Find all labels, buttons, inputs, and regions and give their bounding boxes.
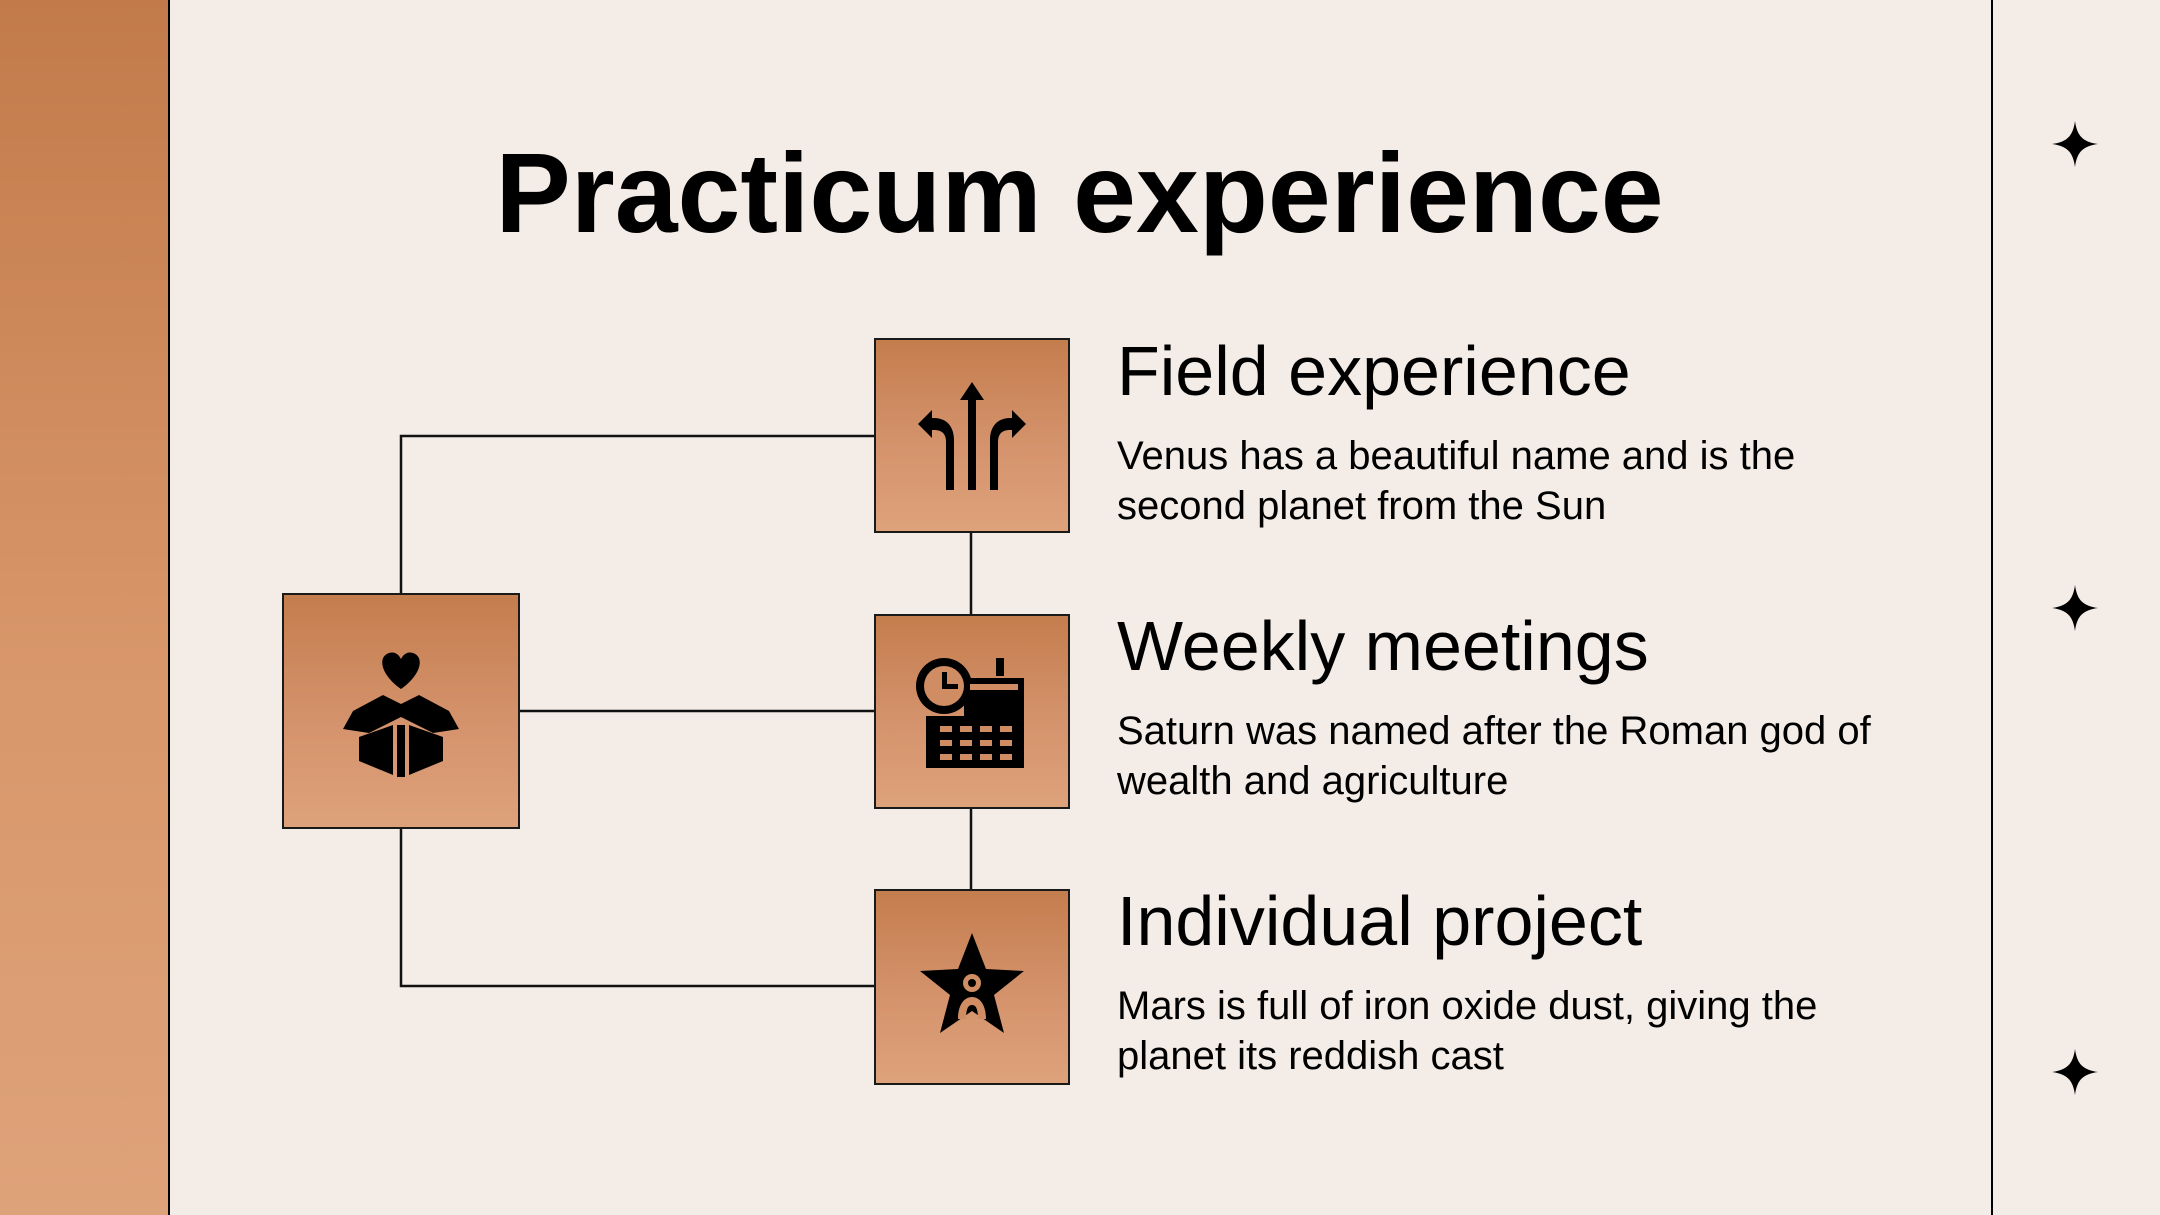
left-accent-band xyxy=(0,0,170,1215)
right-divider-line xyxy=(1991,0,1993,1215)
split-arrows-icon xyxy=(918,381,1026,490)
sparkle-icon xyxy=(2052,585,2098,631)
sparkle-icon xyxy=(2052,1049,2098,1095)
item-box-3 xyxy=(874,889,1070,1085)
item-description-field-experience: Venus has a beautiful name and is the se… xyxy=(1117,434,1796,528)
connector-hub-to-item-1 xyxy=(399,434,874,593)
hub-box xyxy=(282,593,520,829)
item-description-weekly-meetings: Saturn was named after the Roman god of … xyxy=(1117,709,1871,803)
page-title: Practicum experience xyxy=(495,130,1664,256)
item-description-individual-project: Mars is full of iron oxide dust, giving … xyxy=(1117,984,1818,1078)
connector-hub-to-item-3 xyxy=(399,829,874,988)
sparkle-icon xyxy=(2052,121,2098,167)
star-person-icon xyxy=(920,933,1024,1033)
box-heart-icon xyxy=(343,652,459,777)
item-box-2 xyxy=(874,614,1070,809)
item-title-field-experience: Field experience xyxy=(1117,332,1631,410)
item-title-individual-project: Individual project xyxy=(1117,882,1643,960)
item-box-1 xyxy=(874,338,1070,533)
calendar-clock-icon xyxy=(916,657,1024,768)
item-title-weekly-meetings: Weekly meetings xyxy=(1117,607,1649,685)
